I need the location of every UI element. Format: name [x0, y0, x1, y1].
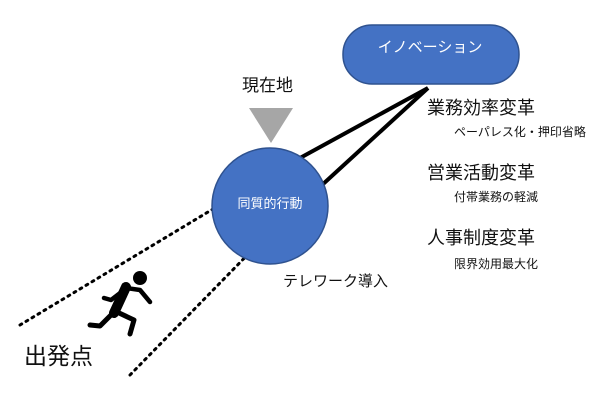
reform-title-hr-system: 人事制度変革: [427, 228, 535, 249]
reform-detail-sales-activity: 付帯業務の軽減: [454, 190, 539, 204]
starting-point-label: 出発点: [24, 344, 93, 370]
running-person-icon: [87, 271, 153, 337]
reform-title-sales-activity: 営業活動変革: [427, 163, 535, 184]
reform-detail-hr-system: 限界効用最大化: [454, 257, 539, 271]
innovation-label: イノベーション: [377, 38, 483, 56]
lower-solid-line: [320, 86, 430, 187]
innovation-node: [342, 24, 520, 85]
down-triangle-icon: [249, 108, 293, 143]
reform-title-business-efficiency: 業務効率変革: [427, 98, 535, 119]
upper-solid-line: [299, 86, 429, 160]
current-location-label: 現在地: [242, 76, 293, 96]
road-lower-dotted-line: [128, 238, 264, 377]
reform-detail-business-efficiency: ペーパレス化・押印省略: [454, 125, 586, 139]
telework-label: テレワーク導入: [283, 272, 389, 290]
current-action-node: [211, 147, 329, 265]
current-action-label: 同質的行動: [237, 197, 303, 212]
road-upper-dotted-line: [18, 201, 225, 327]
